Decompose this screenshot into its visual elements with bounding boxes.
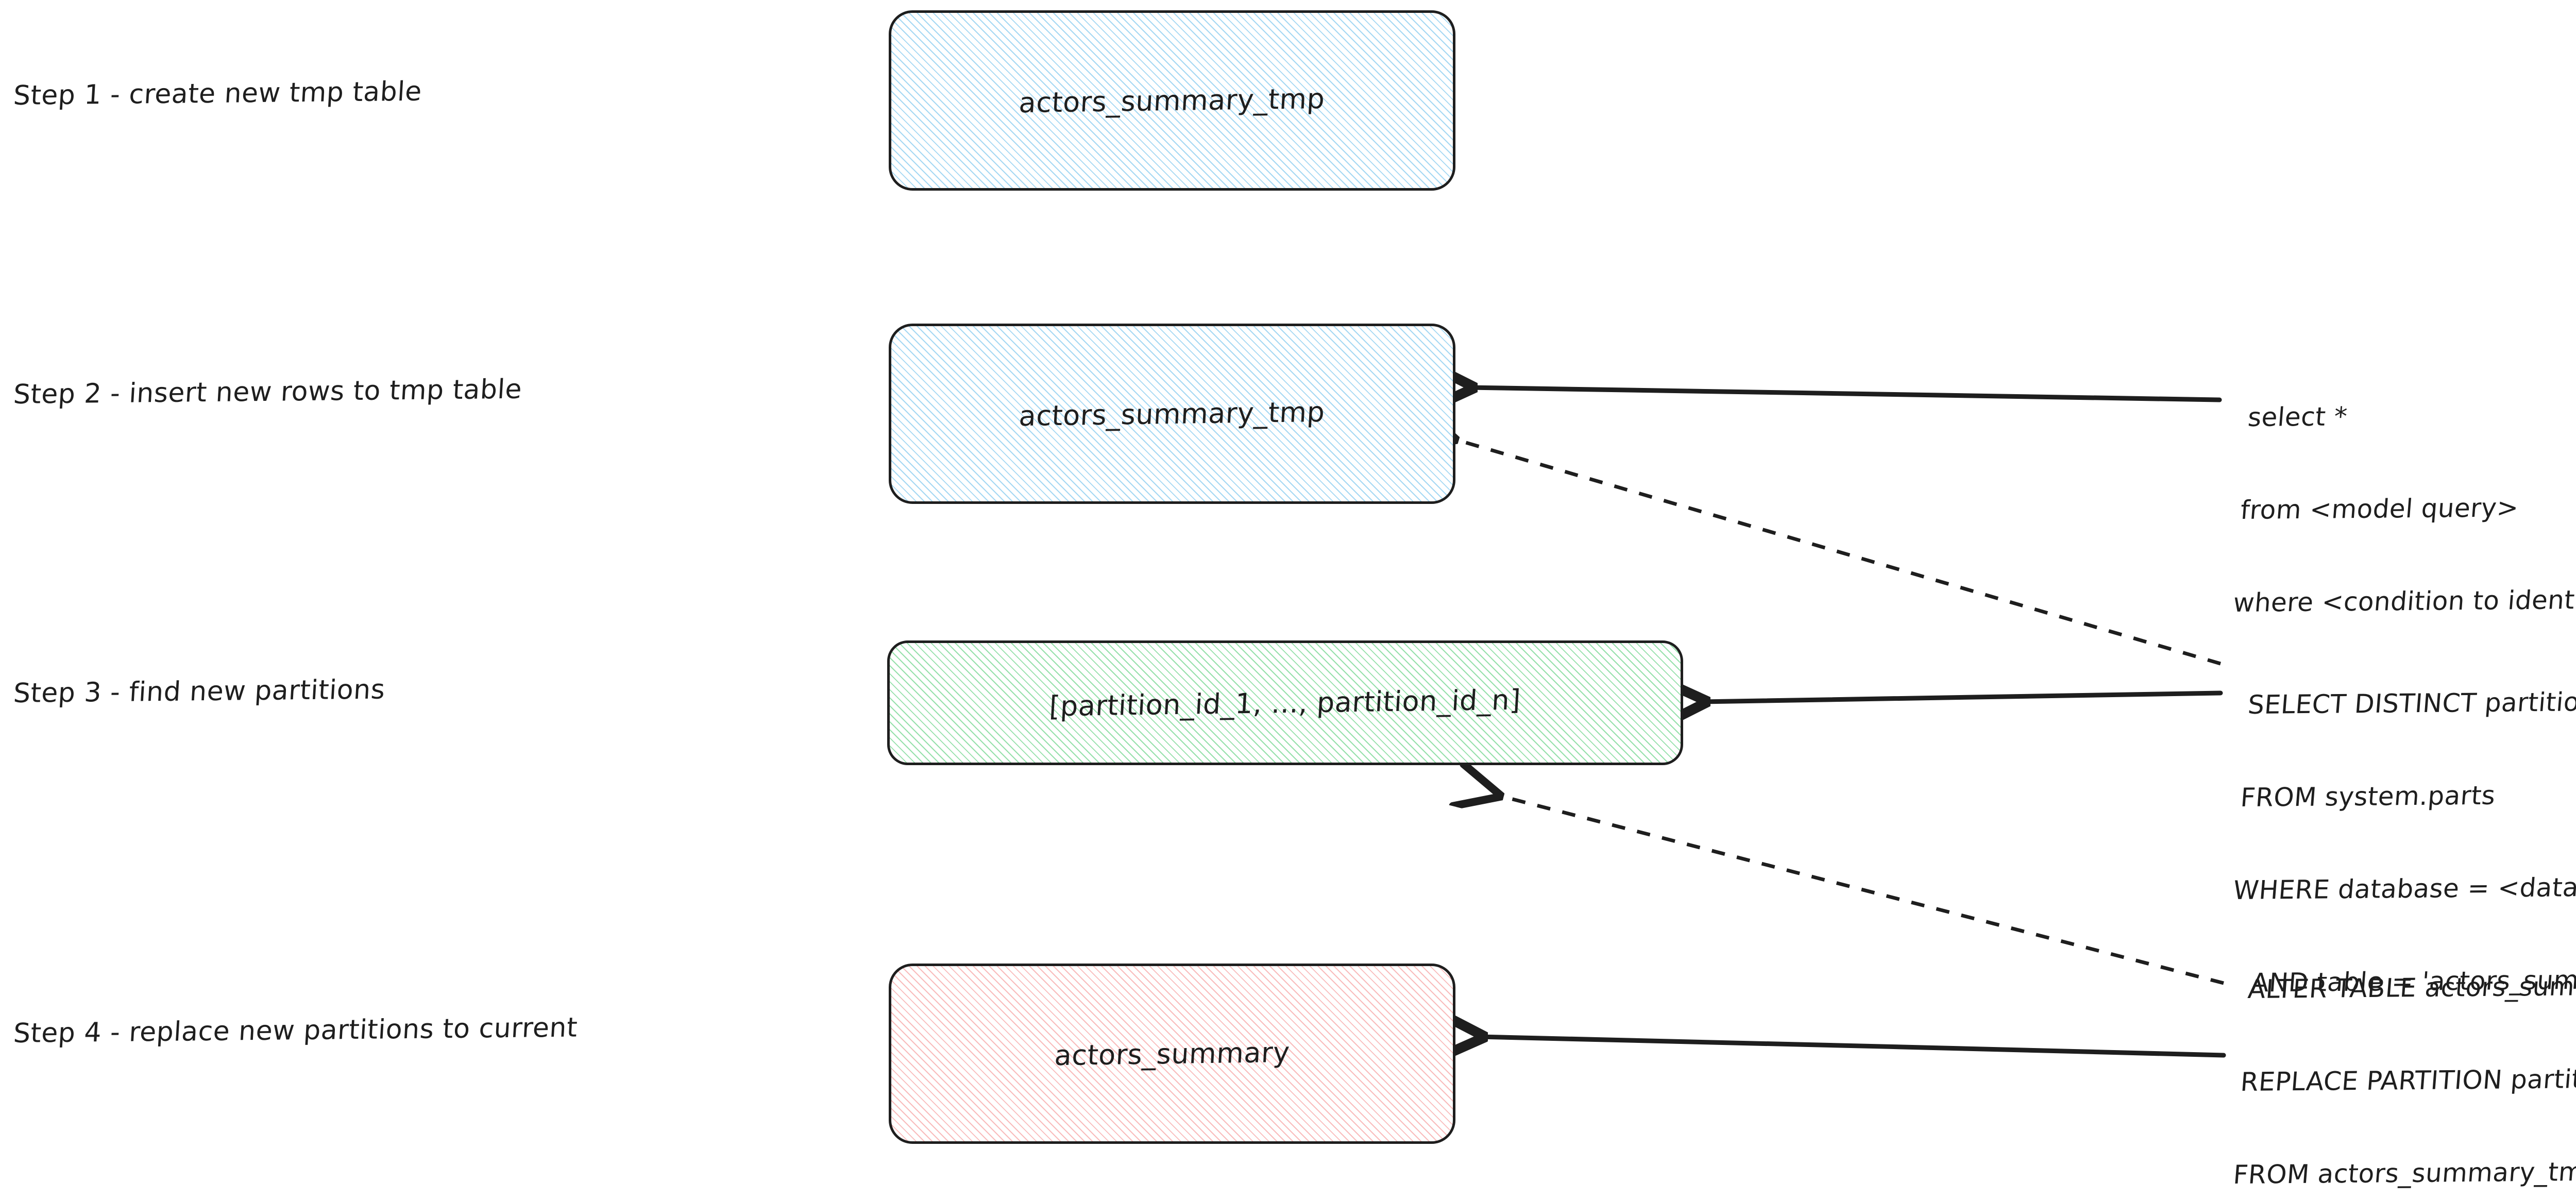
step-3-sql-line-1: SELECT DISTINCT partition_id	[2246, 686, 2576, 720]
node-partitions-list[interactable]: [partition_id_1, ..., partition_id_n]	[887, 640, 1683, 765]
node-tmp-table-step2[interactable]: actors_summary_tmp	[889, 324, 1455, 504]
step-2-label: Step 2 - insert new rows to tmp table	[12, 374, 523, 410]
connector-find-partitions-sql-to-tmp-table	[1452, 438, 2221, 666]
step-4-sql-block: ALTER TABLE actors_summary REPLACE PARTI…	[2205, 908, 2576, 1199]
step-3-sql-line-3: WHERE database = <database>	[2232, 871, 2576, 905]
node-tmp-table-step2-label: actors_summary_tmp	[1018, 395, 1326, 432]
step-3-sql-line-2: FROM system.parts	[2239, 780, 2497, 813]
step-2-sql-line-2: from <model query>	[2239, 493, 2520, 525]
connector-replace-sql-to-target-table	[1479, 1037, 2226, 1055]
node-partitions-list-label: [partition_id_1, ..., partition_id_n]	[1048, 683, 1522, 722]
node-tmp-table-step1[interactable]: actors_summary_tmp	[889, 10, 1455, 191]
step-2-sql-line-1: select *	[2246, 401, 2349, 432]
node-actors-summary[interactable]: actors_summary	[889, 964, 1455, 1144]
step-4-sql-line-3: FROM actors_summary_tmp,	[2232, 1156, 2576, 1190]
step-1-label: Step 1 - create new tmp table	[12, 76, 423, 111]
step-3-label: Step 3 - find new partitions	[12, 674, 386, 709]
step-4-label: Step 4 - replace new partitions to curre…	[12, 1012, 579, 1049]
connector-insert-sql-to-tmp-table	[1468, 387, 2222, 400]
step-4-sql-line-1: ALTER TABLE actors_summary	[2246, 971, 2576, 1004]
node-tmp-table-step1-label: actors_summary_tmp	[1018, 82, 1326, 119]
connector-find-partitions-sql-to-partitions	[1701, 693, 2223, 702]
node-actors-summary-label: actors_summary	[1053, 1036, 1291, 1072]
step-2-sql-line-3: where <condition to identify new>	[2232, 584, 2576, 618]
connector-replace-sql-to-partitions	[1497, 795, 2224, 985]
step-4-sql-line-2: REPLACE PARTITION partition_id_1	[2239, 1063, 2576, 1097]
